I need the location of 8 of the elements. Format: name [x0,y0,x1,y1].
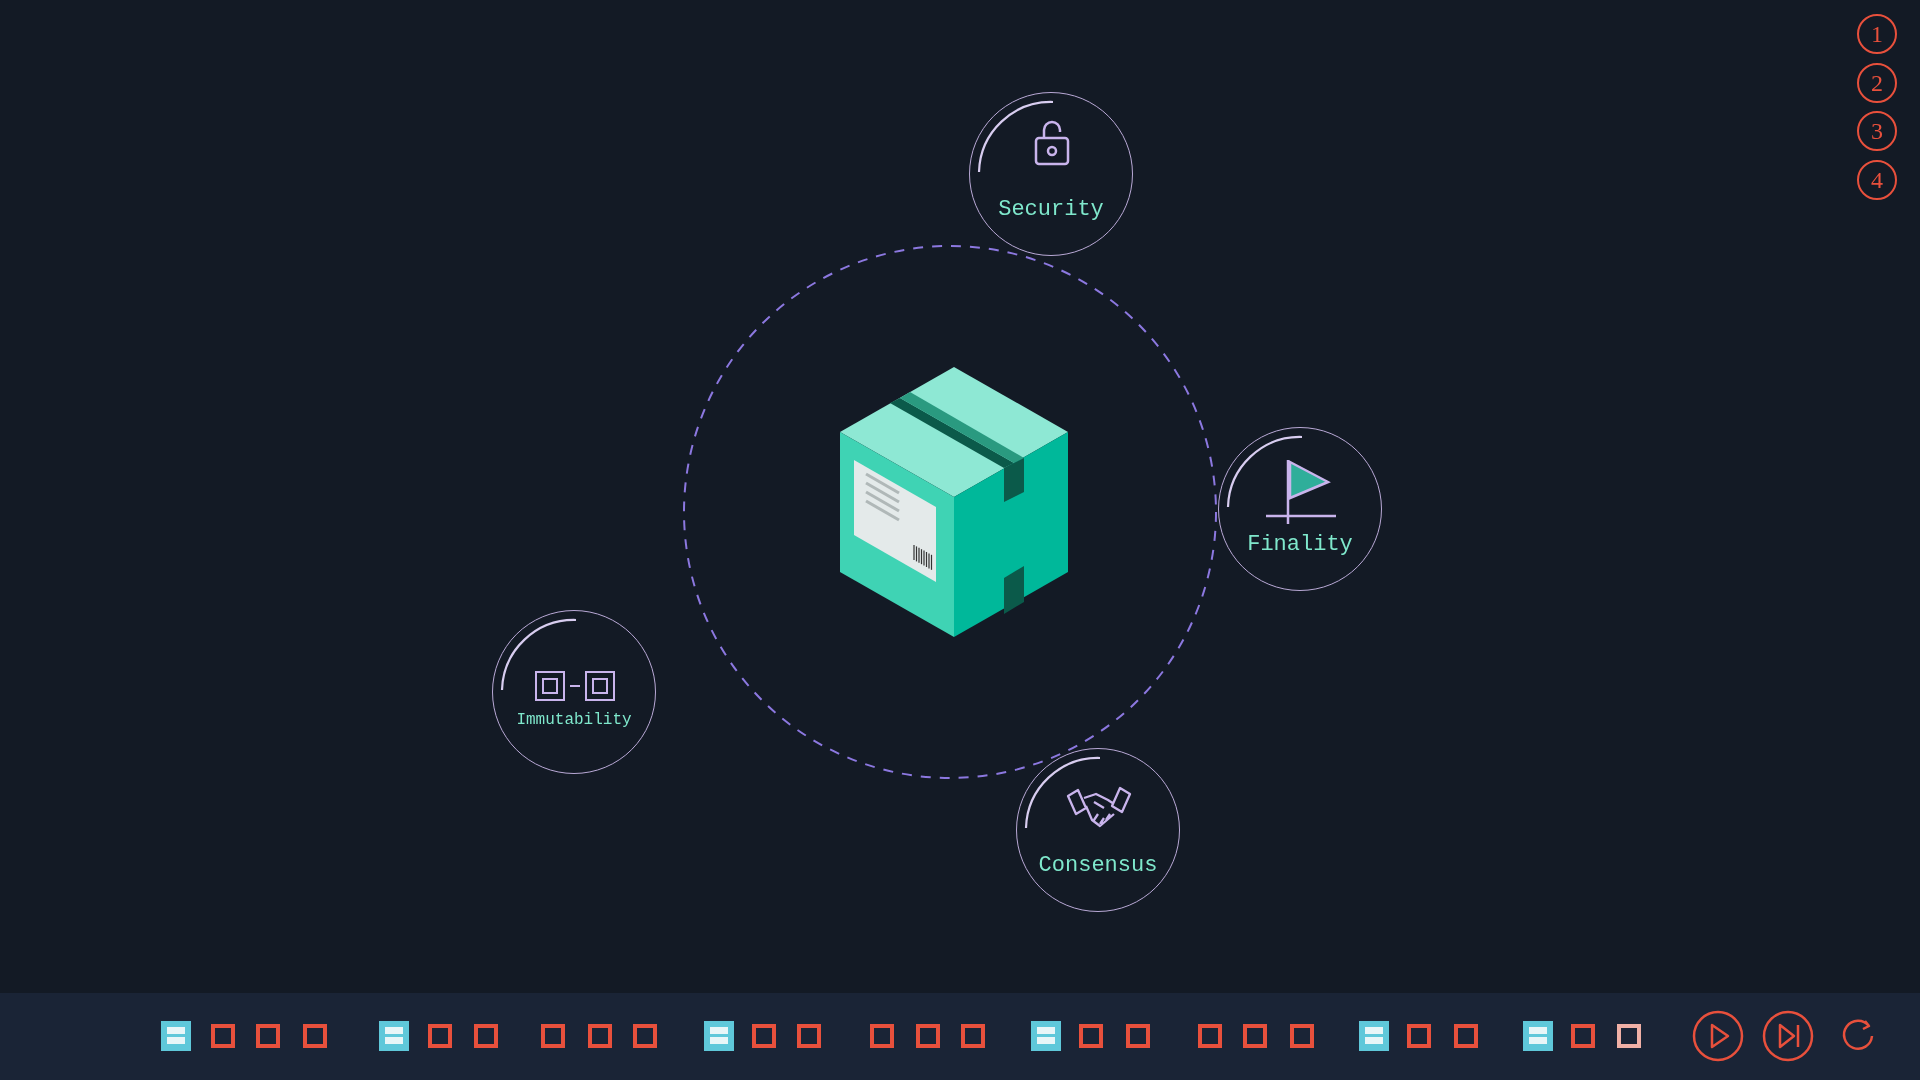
step-number: 3 [1857,111,1897,151]
feature-label: Finality [1246,532,1354,557]
feature-label: Security [997,197,1105,222]
step-number: 2 [1857,62,1897,103]
step-number: 4 [1857,159,1897,200]
feature-label: Consensus [1037,853,1159,878]
feature-label: Immutability [515,711,633,729]
step-number: 1 [1857,14,1897,54]
